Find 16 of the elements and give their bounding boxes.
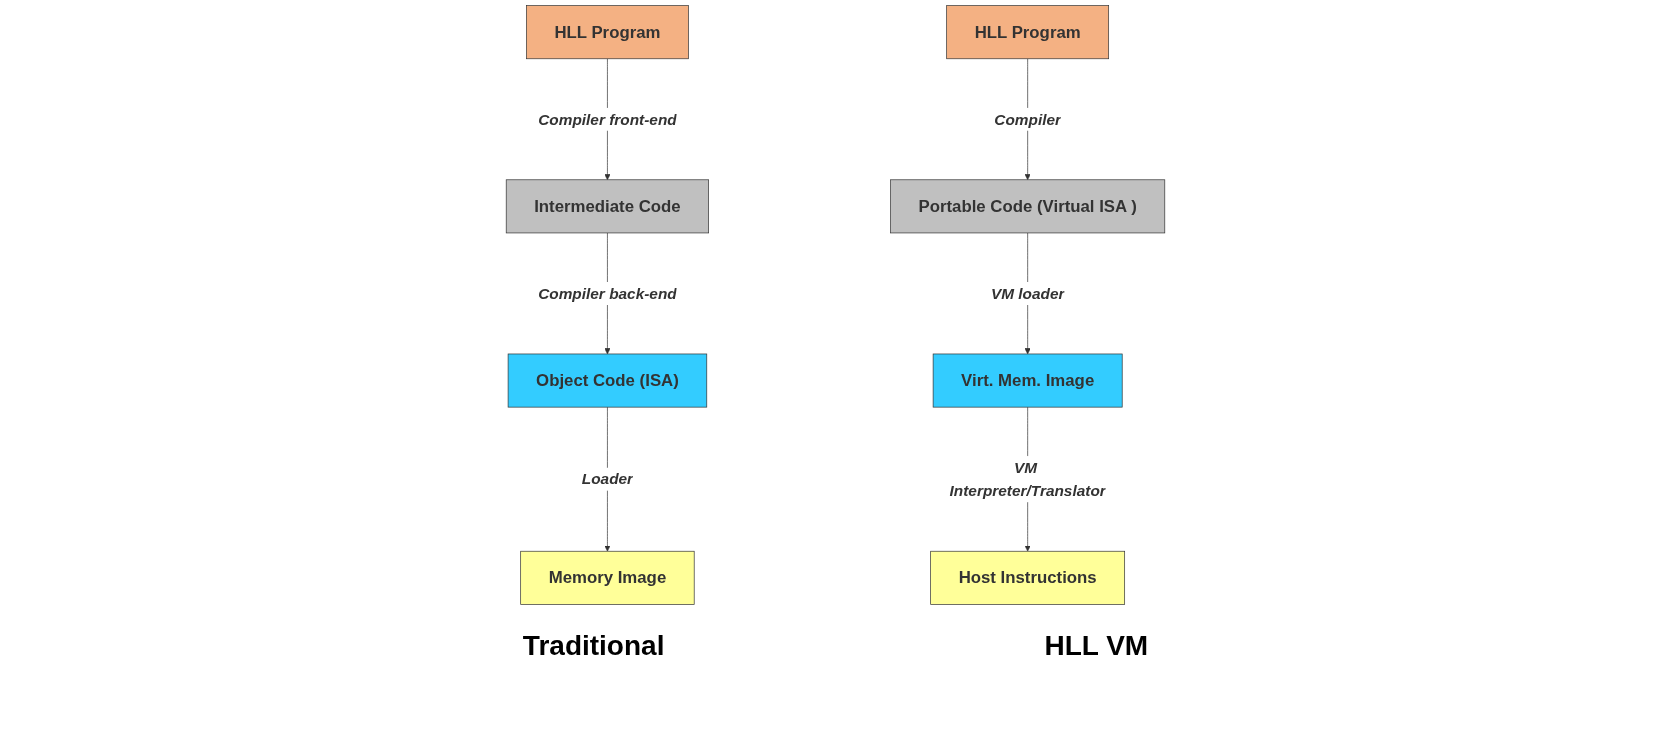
caption-label: HLL VM	[1044, 630, 1149, 662]
node-box: HLL Program	[946, 5, 1109, 60]
node-box: Host Instructions	[930, 550, 1125, 605]
edge-label: Compiler	[994, 110, 1062, 129]
node-box: HLL Program	[526, 5, 689, 60]
node-box: Virt. Mem. Image	[932, 353, 1123, 408]
edge-label: Compiler back-end	[538, 284, 677, 303]
node-box: Memory Image	[520, 550, 695, 605]
edge-label: VM Interpreter/Translator	[949, 458, 1106, 500]
node-box: Intermediate Code	[505, 179, 709, 234]
edge-label: VM loader	[990, 284, 1065, 303]
edge-label: Compiler front-end	[538, 110, 677, 129]
edge-label: Loader	[581, 470, 634, 488]
caption-label: Traditional	[522, 630, 665, 662]
node-box: Object Code (ISA)	[507, 353, 708, 408]
node-box: Portable Code (Virtual ISA )	[890, 179, 1166, 234]
